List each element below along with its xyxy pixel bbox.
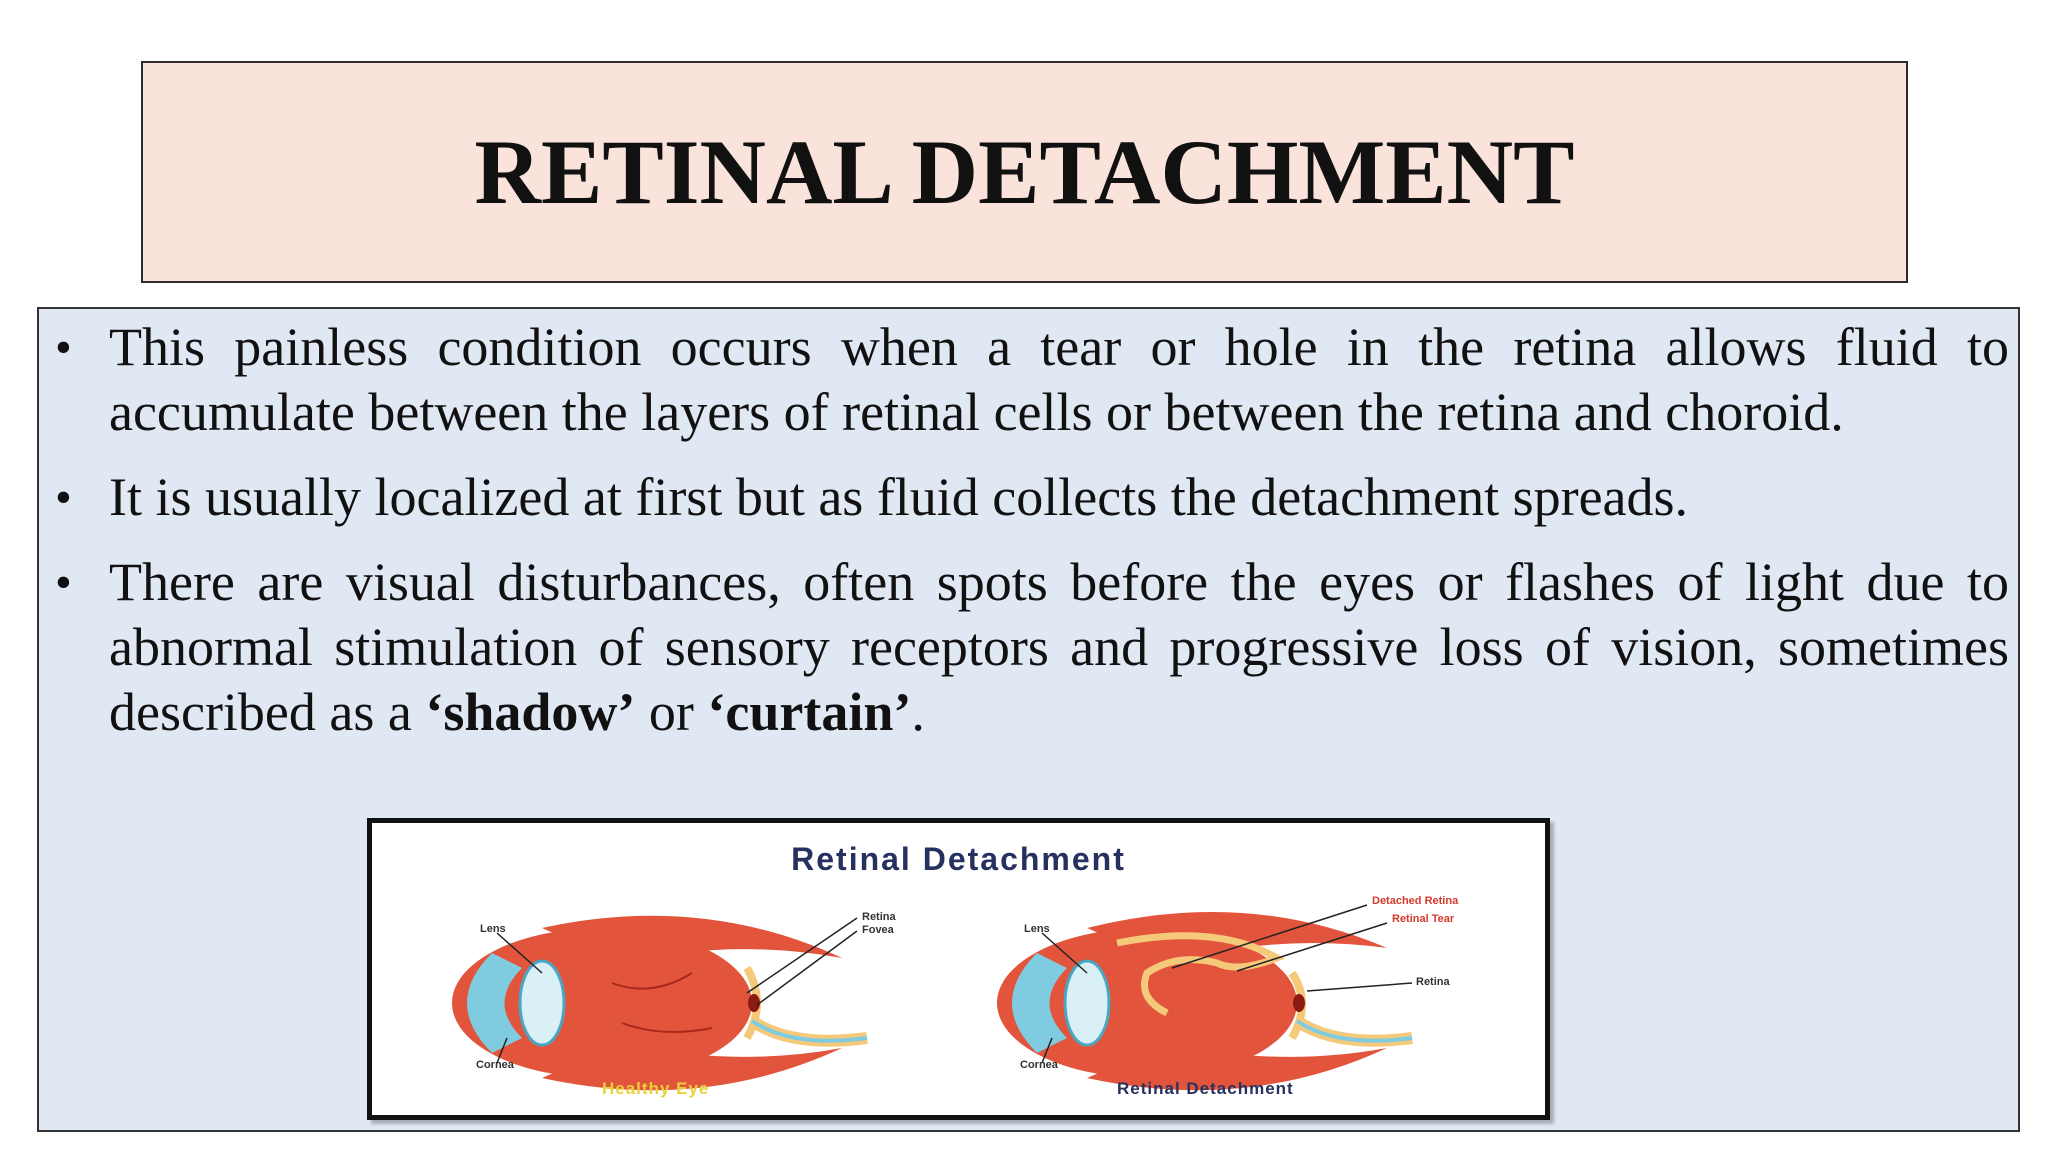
bullet-item: • It is usually localized at first but a… bbox=[55, 465, 2009, 530]
label-retinal-tear: Retinal Tear bbox=[1392, 913, 1455, 925]
label-retina: Retina bbox=[862, 911, 896, 923]
detached-eye-drawing bbox=[997, 904, 1413, 1091]
label-fovea: Fovea bbox=[862, 924, 894, 936]
bullet-icon: • bbox=[55, 471, 72, 524]
label-retina: Retina bbox=[1416, 976, 1450, 988]
bullet-list: • This painless condition occurs when a … bbox=[55, 315, 2009, 765]
bold-term-curtain: ‘curtain’ bbox=[707, 682, 912, 742]
label-detached-retina: Detached Retina bbox=[1372, 895, 1459, 907]
caption-retinal-detachment: Retinal Detachment bbox=[1117, 1079, 1294, 1098]
bullet-text: There are visual disturbances, often spo… bbox=[109, 552, 2009, 742]
bullet-text: It is usually localized at first but as … bbox=[109, 467, 1689, 527]
bullet-text-part: or bbox=[635, 682, 708, 742]
label-lens: Lens bbox=[480, 923, 506, 935]
caption-healthy-eye: Healthy Eye bbox=[602, 1079, 710, 1098]
bold-term-shadow: ‘shadow’ bbox=[425, 682, 636, 742]
eye-diagram-figure: Retinal Detachment bbox=[367, 818, 1550, 1120]
slide-title: RETINAL DETACHMENT bbox=[474, 121, 1575, 223]
bullet-item: • There are visual disturbances, often s… bbox=[55, 550, 2009, 745]
content-panel: • This painless condition occurs when a … bbox=[37, 307, 2020, 1132]
figure-title: Retinal Detachment bbox=[791, 841, 1126, 877]
healthy-eye-drawing bbox=[452, 915, 868, 1091]
title-banner: RETINAL DETACHMENT bbox=[141, 61, 1908, 283]
bullet-icon: • bbox=[55, 321, 72, 374]
bullet-text: This painless condition occurs when a te… bbox=[109, 317, 2009, 442]
bullet-text-part: There are visual disturbances, often spo… bbox=[109, 552, 2009, 742]
eye-diagram-illustration bbox=[452, 904, 1413, 1091]
bullet-item: • This painless condition occurs when a … bbox=[55, 315, 2009, 445]
label-cornea: Cornea bbox=[476, 1059, 514, 1071]
label-cornea: Cornea bbox=[1020, 1059, 1058, 1071]
bullet-text-part: . bbox=[911, 682, 925, 742]
bullet-icon: • bbox=[55, 556, 72, 609]
label-lens: Lens bbox=[1024, 923, 1050, 935]
